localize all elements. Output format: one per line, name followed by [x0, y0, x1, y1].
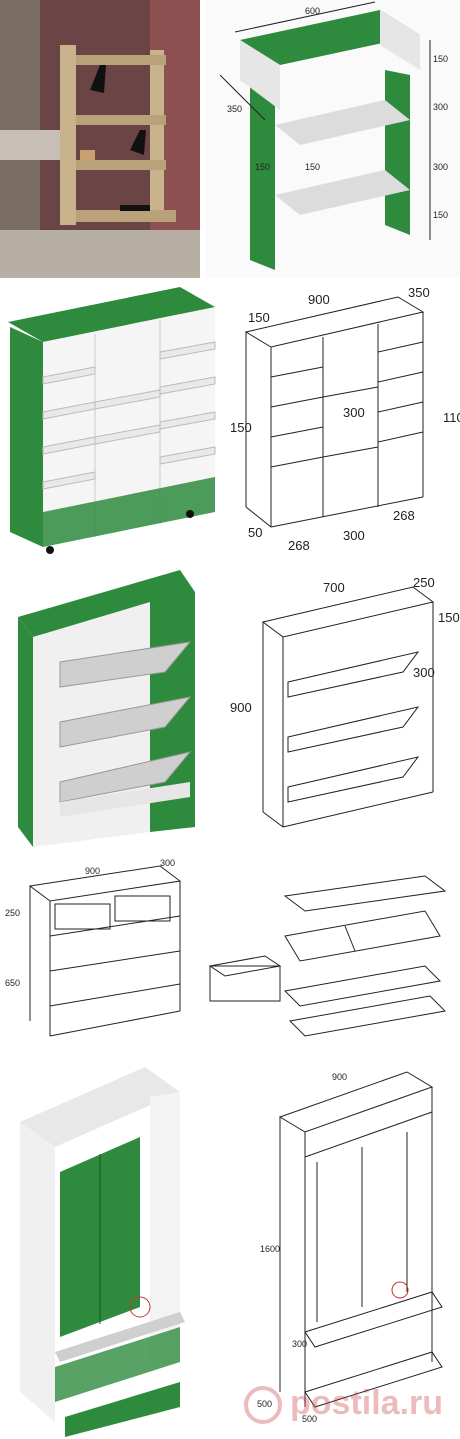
dim-left: 150	[248, 310, 270, 325]
dim-h4: 150	[433, 210, 448, 220]
dim-width: 900	[308, 292, 330, 307]
large-rack-drawing-900: 900 350 150 1100 300 150 50 268 300 268	[228, 282, 460, 557]
dim-width: 700	[323, 580, 345, 595]
dim-flap: 300	[413, 665, 435, 680]
dim-depth: 350	[408, 285, 430, 300]
dim-shelf: 150	[230, 420, 252, 435]
tilt-cabinet-drawing-700: 700 250 150 900 300	[228, 562, 460, 852]
dim-width: 600	[305, 6, 320, 16]
exploded-parts-drawing	[205, 856, 460, 1056]
dim-depth: 300	[160, 858, 175, 868]
dim-basedepth: 500	[302, 1414, 317, 1424]
dim-side: 150	[255, 162, 270, 172]
large-rack-render	[0, 282, 225, 557]
dim-top: 250	[5, 908, 20, 918]
dim-b4: 268	[393, 508, 415, 523]
tilt-cabinet-render	[0, 562, 225, 852]
dim-b3: 300	[343, 528, 365, 543]
hallway-drawing-900: 900 1600 300 500 500	[232, 1062, 460, 1439]
dim-bottom: 650	[5, 978, 20, 988]
dim-width: 900	[85, 866, 100, 876]
dim-inner: 150	[305, 162, 320, 172]
dim-height: 1600	[260, 1244, 280, 1254]
dim-mid: 300	[343, 405, 365, 420]
hallway-render	[0, 1062, 230, 1439]
dim-height: 1100	[443, 410, 460, 425]
dim-b2: 268	[288, 538, 310, 553]
dim-top: 150	[438, 610, 460, 625]
dim-width: 900	[332, 1072, 347, 1082]
dim-depth: 250	[413, 575, 435, 590]
photo-shoe-rack	[0, 0, 200, 278]
shoe-rack-diagram-600: 600 350 150 300 300 150 150 150	[205, 0, 460, 278]
dim-seat: 300	[292, 1339, 307, 1349]
watermark-text: postila.ru	[290, 1384, 444, 1422]
dim-b1: 50	[248, 525, 262, 540]
dim-h2: 300	[433, 102, 448, 112]
dim-depth: 350	[227, 104, 242, 114]
watermark-logo-icon	[244, 1386, 282, 1424]
bench-drawers-drawing-900: 900 300 250 650	[0, 856, 200, 1056]
dim-h3: 300	[433, 162, 448, 172]
dim-height: 900	[230, 700, 252, 715]
dim-h1: 150	[433, 54, 448, 64]
